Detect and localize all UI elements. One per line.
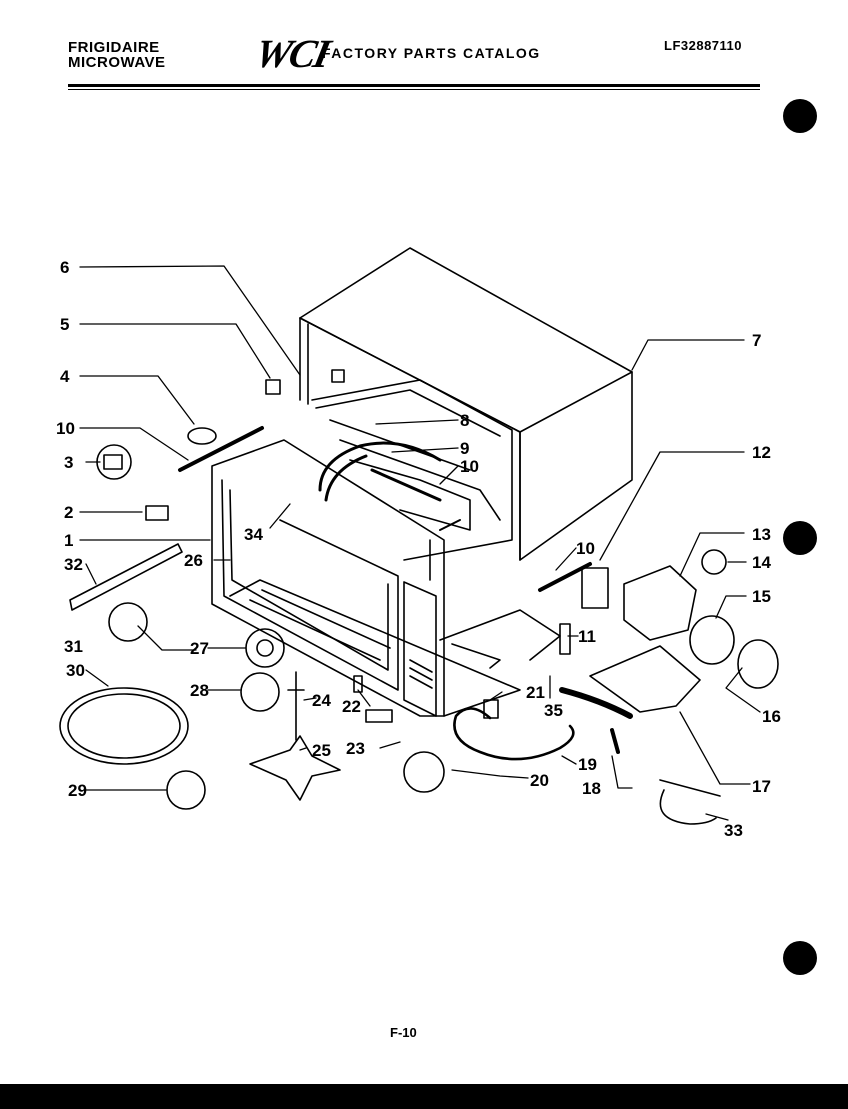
turntable-tray-inner <box>67 693 181 759</box>
lamp-part <box>187 427 217 445</box>
part-label-13: 13 <box>752 525 771 544</box>
catalog-title: FACTORY PARTS CATALOG <box>322 45 541 61</box>
lamp-socket <box>265 379 281 395</box>
part-label-30: 30 <box>66 661 85 680</box>
clip-part <box>331 369 345 383</box>
air-duct <box>589 645 701 713</box>
part-label-19: 19 <box>578 755 597 774</box>
bottom-edge <box>0 1084 848 1109</box>
part-label-9: 9 <box>460 439 469 458</box>
power-cord <box>453 707 575 761</box>
glass-screw-part <box>166 770 206 810</box>
screw-part <box>108 602 148 642</box>
part-label-24: 24 <box>312 691 331 710</box>
part-label-23: 23 <box>346 739 365 758</box>
part-label-32: 32 <box>64 555 83 574</box>
bracket-part <box>96 444 132 480</box>
part-label-8: 8 <box>460 411 469 430</box>
oven-cavity <box>311 379 513 581</box>
sensor-lead <box>659 779 721 825</box>
binder-hole-top <box>783 99 817 133</box>
part-label-10-left: 10 <box>56 419 75 438</box>
part-label-14: 14 <box>752 553 771 572</box>
part-label-1: 1 <box>64 531 73 550</box>
rod-left <box>178 426 264 472</box>
strip-part <box>69 543 183 611</box>
part-label-22: 22 <box>342 697 361 716</box>
part-label-28: 28 <box>190 681 209 700</box>
rod-right <box>439 519 461 531</box>
roller-part <box>240 672 280 712</box>
stirrer-motor <box>287 671 305 741</box>
binder-hole-middle <box>783 521 817 555</box>
blower-cover <box>737 639 779 689</box>
small-switch-part <box>353 675 363 693</box>
part-label-15: 15 <box>752 587 771 606</box>
part-label-25: 25 <box>312 741 331 760</box>
part-label-20: 20 <box>530 771 549 790</box>
part-label-3: 3 <box>64 453 73 472</box>
blower-housing <box>623 565 697 641</box>
brand-block: FRIGIDAIRE MICROWAVE <box>68 40 166 70</box>
front-frame <box>211 439 445 717</box>
part-label-7: 7 <box>752 331 761 350</box>
part-label-11: 11 <box>578 627 596 646</box>
part-label-35: 35 <box>544 701 563 720</box>
part-label-34: 34 <box>244 525 263 544</box>
part-label-33: 33 <box>724 821 743 840</box>
part-label-4: 4 <box>60 367 70 386</box>
coupler-part-inner <box>256 639 274 657</box>
binder-hole-bottom <box>783 941 817 975</box>
outer-cabinet-wrapper <box>299 247 633 561</box>
coupler-part <box>245 628 285 668</box>
part-labels: 6 5 4 10 3 2 1 32 31 30 29 26 27 28 34 2… <box>56 258 781 840</box>
hose-part <box>559 687 633 719</box>
part-label-29: 29 <box>68 781 87 800</box>
fuse-holder <box>559 623 571 655</box>
part-label-21: 21 <box>526 683 545 702</box>
switch-part <box>145 505 169 521</box>
part-label-6: 6 <box>60 258 69 277</box>
part-label-10-center: 10 <box>576 539 595 558</box>
blower-nut <box>701 549 727 575</box>
page-number: F-10 <box>390 1025 417 1040</box>
stirrer-fan <box>249 735 341 801</box>
part-label-16: 16 <box>762 707 781 726</box>
product-type: MICROWAVE <box>68 54 166 71</box>
blower-wheel <box>689 615 735 665</box>
header-rule-thin <box>68 89 760 90</box>
part-label-27: 27 <box>190 639 209 658</box>
part-label-10-right: 10 <box>460 457 479 476</box>
base-pan <box>229 579 561 717</box>
bracket-part-detail <box>103 454 123 470</box>
part-label-5: 5 <box>60 315 69 334</box>
turntable-tray <box>59 687 189 765</box>
part-label-12: 12 <box>752 443 771 462</box>
leader-lines <box>79 265 761 821</box>
model-number: LF32887110 <box>664 38 743 53</box>
part-label-17: 17 <box>752 777 771 796</box>
header-rule <box>68 84 760 87</box>
part-label-26: 26 <box>184 551 203 570</box>
thermostat-part <box>610 728 620 754</box>
part-label-18: 18 <box>582 779 601 798</box>
waveguide-wires <box>318 441 442 502</box>
terminal-block <box>365 709 393 723</box>
foot-part <box>403 751 445 793</box>
fan-motor <box>581 567 609 609</box>
part-label-2: 2 <box>64 503 73 522</box>
part-label-31: 31 <box>64 637 83 656</box>
brand-name: FRIGIDAIRE <box>68 39 160 56</box>
